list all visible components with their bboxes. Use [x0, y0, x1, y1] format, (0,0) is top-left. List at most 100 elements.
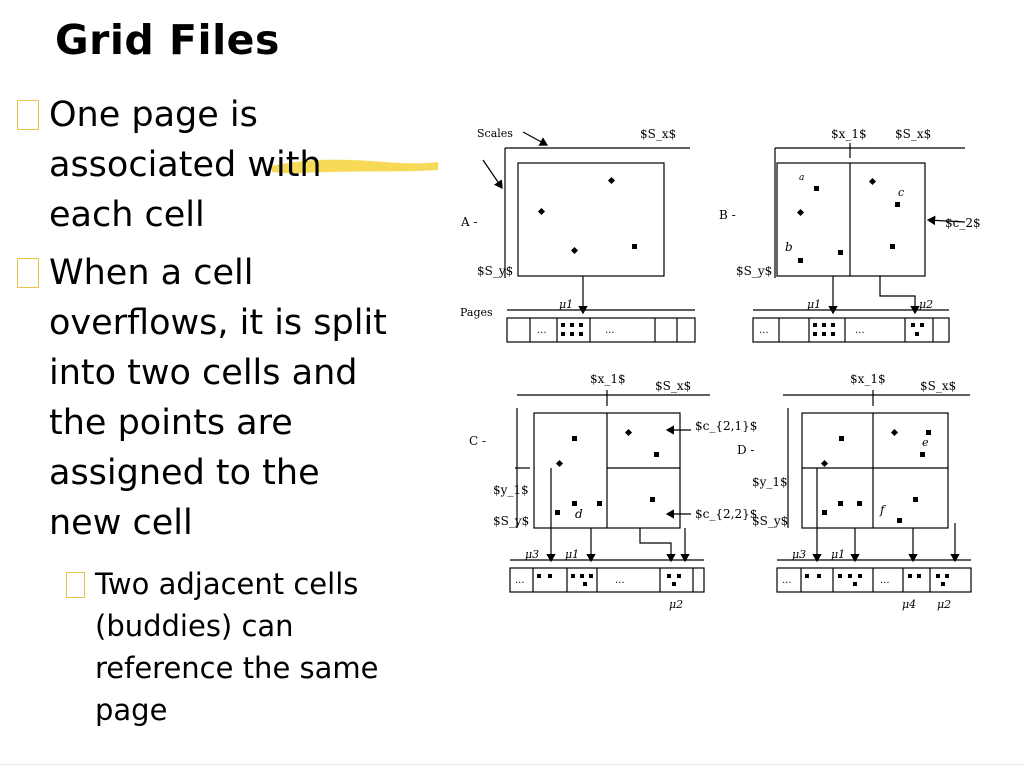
data-point — [555, 510, 560, 515]
point-label: c — [898, 186, 904, 199]
x-scale-label: $S_x$ — [920, 379, 956, 393]
data-point — [897, 518, 902, 523]
bullet-marker — [66, 572, 85, 598]
panel-tag: B - — [719, 208, 736, 222]
data-point — [798, 258, 803, 263]
page-entry-dot — [589, 574, 593, 578]
page-entry-dot — [848, 574, 852, 578]
y-split-label: $y_1$ — [493, 483, 529, 497]
page-strip — [752, 317, 950, 343]
pointer-label: μ1 — [831, 548, 845, 561]
data-point — [654, 452, 659, 457]
panel-c — [509, 390, 710, 593]
page-entry-dot — [583, 582, 587, 586]
pointer-arrow — [639, 528, 676, 563]
data-point — [868, 177, 877, 186]
page-entry-dot — [911, 323, 915, 327]
point-label: d — [575, 507, 583, 521]
data-point — [890, 428, 899, 437]
point-label: a — [799, 173, 804, 183]
page-entry-dot — [917, 574, 921, 578]
slide-title: Grid Files — [55, 16, 280, 64]
grid-file-diagram-svg: Scales $S_x$ A - $S_y$ Pages μ1 ... ... … — [460, 127, 981, 611]
page-entry-dot — [579, 323, 583, 327]
page-ellipsis: ... — [537, 325, 547, 336]
data-point — [820, 459, 829, 468]
page-entry-dot — [571, 574, 575, 578]
x-scale-label: $S_x$ — [895, 127, 931, 141]
data-point — [838, 501, 843, 506]
y-scale-label: $S_y$ — [493, 514, 529, 528]
data-point — [839, 436, 844, 441]
bullet-marker — [17, 100, 39, 130]
page-entry-dot — [817, 574, 821, 578]
page-entry-dot — [561, 323, 565, 327]
panel-d — [776, 390, 972, 593]
data-point — [650, 497, 655, 502]
page-ellipsis: ... — [759, 325, 769, 336]
pointer-label: μ1 — [565, 548, 579, 561]
page-entry-dot — [908, 574, 912, 578]
data-point — [926, 430, 931, 435]
data-point — [857, 501, 862, 506]
x-split-label: $x_1$ — [590, 372, 626, 386]
page-ellipsis: ... — [855, 325, 865, 336]
page-entry-dot — [838, 574, 842, 578]
page-entry-dot — [548, 574, 552, 578]
y-scale-label: $S_y$ — [477, 264, 513, 278]
page-entry-dot — [580, 574, 584, 578]
panel-b — [752, 143, 966, 343]
page-strip — [776, 567, 972, 593]
panel-tag: C - — [469, 434, 486, 448]
pointer-label: μ2 — [937, 598, 951, 611]
grid-file-diagram: Scales $S_x$ A - $S_y$ Pages μ1 ... ... … — [455, 118, 995, 628]
page-entry-dot — [920, 323, 924, 327]
data-point — [822, 510, 827, 515]
page-ellipsis: ... — [615, 575, 625, 586]
scales-arrow — [482, 159, 503, 189]
page-entry-dot — [858, 574, 862, 578]
page-entry-dot — [822, 332, 826, 336]
data-point — [890, 244, 895, 249]
page-entry-dot — [667, 574, 671, 578]
page-entry-dot — [570, 332, 574, 336]
page-entry-dot — [936, 574, 940, 578]
page-entry-dot — [822, 323, 826, 327]
page-entry-dot — [561, 332, 565, 336]
pointer-label: μ3 — [792, 548, 806, 561]
footer-rule — [0, 764, 1024, 765]
cell-label: $c_{2,2}$ — [695, 507, 757, 521]
data-point — [597, 501, 602, 506]
data-point — [796, 208, 805, 217]
bullet-text: When a cell overflows, it is split into … — [49, 253, 387, 543]
cell-arrow — [926, 215, 966, 226]
panel-tag: D - — [737, 443, 755, 457]
page-ellipsis: ... — [605, 325, 615, 336]
x-scale-label: $S_x$ — [640, 127, 676, 141]
data-point — [895, 202, 900, 207]
page-strip — [506, 317, 696, 343]
data-point — [920, 452, 925, 457]
y-split-label: $y_1$ — [752, 475, 788, 489]
cell-label: $c_2$ — [945, 216, 981, 230]
grid-cell — [517, 162, 665, 277]
pointer-label: μ4 — [902, 598, 916, 611]
data-point — [838, 250, 843, 255]
page-strip — [509, 567, 705, 593]
page-entry-dot — [853, 582, 857, 586]
data-point — [537, 207, 546, 216]
data-point — [624, 428, 633, 437]
panel-tag: A - — [460, 215, 478, 229]
grid-cell — [801, 412, 949, 529]
page-entry-dot — [831, 323, 835, 327]
page-entry-dot — [672, 582, 676, 586]
data-point — [607, 176, 616, 185]
pointer-label: μ3 — [525, 548, 539, 561]
page-entry-dot — [915, 332, 919, 336]
panel-a — [482, 131, 696, 343]
pages-label: Pages — [460, 306, 493, 319]
page-entry-dot — [813, 332, 817, 336]
x-split-label: $x_1$ — [831, 127, 867, 141]
bullet-text: One page is associated with each cell — [49, 95, 322, 235]
page-entry-dot — [831, 332, 835, 336]
